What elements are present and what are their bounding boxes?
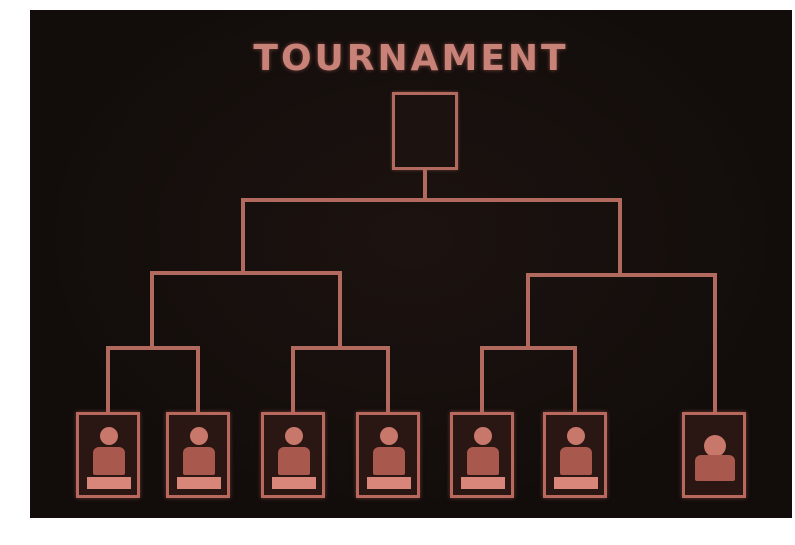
fighter-body [278,447,310,475]
fighter-head [190,427,208,445]
fighter-portrait-6[interactable] [543,412,607,498]
fighter-portrait-4[interactable] [356,412,420,498]
fighter-head [474,427,492,445]
fighter-nameplate [554,477,598,489]
fighter-portrait-1[interactable] [76,412,140,498]
fighter-head [380,427,398,445]
fighter-portrait-2[interactable] [166,412,230,498]
champion-slot [392,92,458,170]
fighter-portrait-3[interactable] [261,412,325,498]
fighter-nameplate [272,477,316,489]
fighter-head [704,435,726,457]
fighter-body [467,447,499,475]
fighter-head [100,427,118,445]
fighter-body [373,447,405,475]
fighter-portrait-5[interactable] [450,412,514,498]
fighter-body [695,455,735,481]
fighter-body [183,447,215,475]
fighter-body [93,447,125,475]
fighter-body [560,447,592,475]
fighter-nameplate [461,477,505,489]
fighter-nameplate [87,477,131,489]
fighter-portrait-7[interactable] [682,412,746,498]
fighter-head [285,427,303,445]
fighter-head [567,427,585,445]
fighter-nameplate [177,477,221,489]
fighter-nameplate [367,477,411,489]
